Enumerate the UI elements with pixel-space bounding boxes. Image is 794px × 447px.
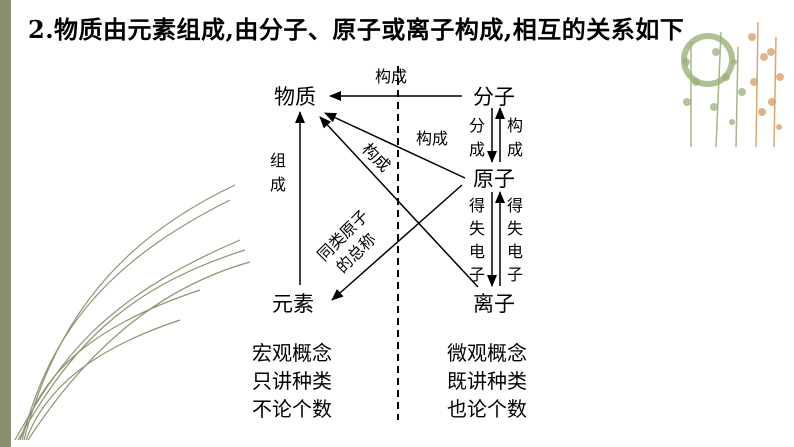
- label-form-2: 成: [507, 140, 523, 159]
- macro-line-1: 宏观概念: [252, 341, 332, 365]
- label-gain-lose-right-3: 电: [507, 242, 523, 261]
- label-gain-lose-left-1: 得: [469, 196, 485, 215]
- label-form-1: 构: [507, 116, 523, 135]
- node-ion: 离子: [473, 292, 515, 316]
- label-gain-lose-right-2: 失: [507, 219, 523, 238]
- label-gain-lose-right-4: 子: [507, 265, 523, 284]
- label-split-1: 分: [469, 116, 485, 135]
- label-gain-lose-left-2: 失: [469, 219, 485, 238]
- macro-line-2: 只讲种类: [252, 369, 332, 393]
- micro-line-2: 既讲种类: [447, 369, 527, 393]
- macro-line-3: 不论个数: [252, 397, 332, 421]
- label-split-2: 成: [469, 140, 485, 159]
- label-gain-lose-left-3: 电: [469, 242, 485, 261]
- label-atom-to-substance: 构成: [358, 139, 394, 175]
- node-molecule: 分子: [473, 85, 515, 109]
- label-molecule-to-substance: 构成: [375, 67, 407, 86]
- label-atom-to-molecule: 构成: [416, 129, 448, 148]
- micro-line-1: 微观概念: [447, 341, 527, 365]
- label-element-2: 成: [270, 175, 286, 194]
- node-element: 元素: [272, 292, 314, 316]
- micro-line-3: 也论个数: [447, 397, 527, 421]
- node-substance: 物质: [274, 85, 316, 109]
- label-gain-lose-right-1: 得: [507, 196, 523, 215]
- node-atom: 原子: [473, 167, 515, 191]
- label-gain-lose-left-4: 子: [469, 265, 485, 284]
- label-element-1: 组: [270, 151, 286, 170]
